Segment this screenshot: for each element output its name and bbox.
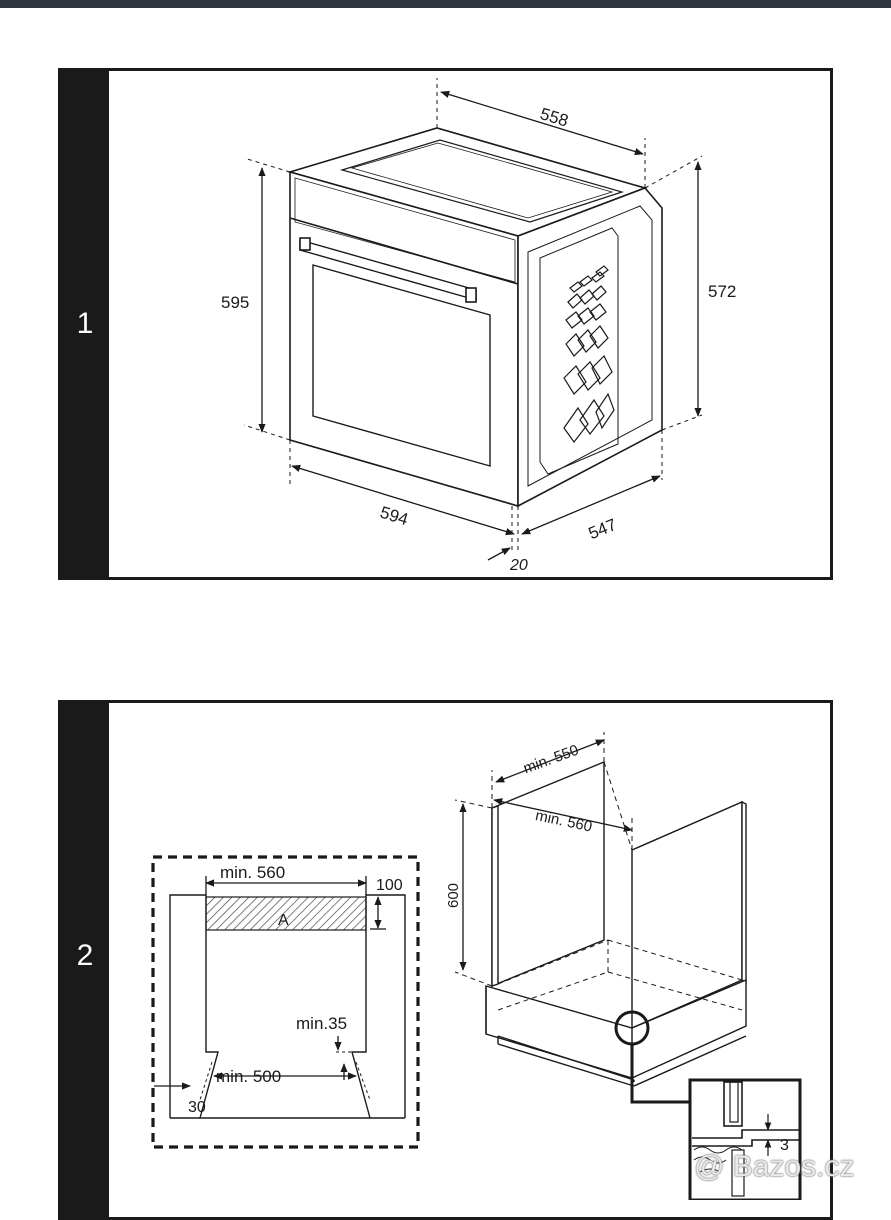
extension-lines xyxy=(243,78,703,552)
panel-number-strip xyxy=(61,703,109,1217)
front-zone-label: A xyxy=(278,912,289,929)
front-min-width: min. 560 xyxy=(220,863,285,882)
dimension-arrows xyxy=(258,90,702,561)
oven-drawing xyxy=(287,127,663,508)
cabinet-dimensions xyxy=(459,739,633,971)
front-min-bottom: min. 500 xyxy=(216,1067,281,1086)
dim-height-front: 595 xyxy=(221,293,249,312)
dim-door-thickness: 20 xyxy=(509,557,528,574)
dim-height-side: 572 xyxy=(708,282,736,301)
cabinet-drawing xyxy=(485,760,747,1087)
niche-front-view xyxy=(151,855,420,1149)
cabinet-depth: min. 550 xyxy=(521,742,581,778)
panel-number: 1 xyxy=(76,307,94,340)
dim-top-width: 558 xyxy=(538,104,571,130)
front-height-zone: 100 xyxy=(376,877,403,894)
front-side-gap: 30 xyxy=(188,1099,206,1116)
top-bar xyxy=(0,0,891,8)
detail-dimension: 3 xyxy=(780,1137,789,1154)
front-view-dimensions xyxy=(154,876,386,1090)
dim-width-front: 594 xyxy=(378,503,411,529)
panel-number-strip xyxy=(61,71,109,577)
front-min-gap: min.35 xyxy=(296,1014,347,1033)
detail-callout xyxy=(614,1010,802,1200)
dim-depth: 547 xyxy=(586,515,619,543)
cabinet-height: 600 xyxy=(445,883,462,908)
watermark: @ Bazos.cz xyxy=(694,1150,855,1183)
panel-number: 2 xyxy=(76,939,94,972)
